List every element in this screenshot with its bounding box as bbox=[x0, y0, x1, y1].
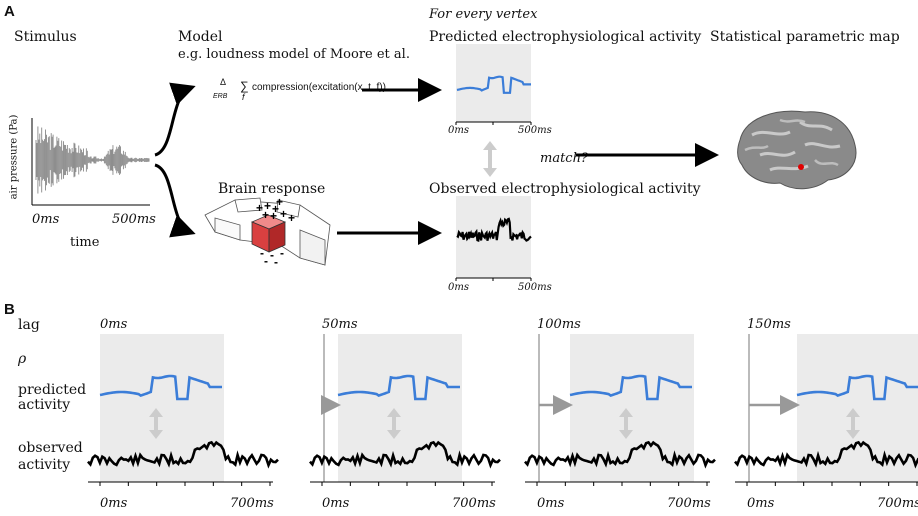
plus-sign: + bbox=[270, 209, 277, 223]
for-every-vertex: For every vertex bbox=[429, 7, 538, 22]
model-subtitle: e.g. loudness model of Moore et al. bbox=[178, 47, 410, 62]
row-observed-label-1: observed bbox=[18, 440, 83, 456]
lag-value: 100ms bbox=[537, 317, 581, 332]
observed-trace bbox=[456, 217, 532, 242]
row-rho-label: ρ bbox=[18, 351, 27, 367]
observed-trace bbox=[309, 440, 501, 469]
plus-sign: + bbox=[280, 207, 287, 221]
panel-b-label: B bbox=[4, 301, 15, 318]
compare-arrowhead-down bbox=[846, 430, 860, 439]
predicted-shade bbox=[456, 44, 531, 122]
plus-sign: + bbox=[262, 208, 269, 222]
stimulus-title: Stimulus bbox=[14, 29, 77, 45]
observed-trace bbox=[524, 440, 716, 469]
compare-arrowhead-down bbox=[387, 430, 401, 439]
observed-trace bbox=[734, 440, 918, 469]
axis-end-label: 700ms bbox=[877, 496, 918, 511]
compare-arrowhead-up bbox=[846, 408, 860, 417]
spm-title: Statistical parametric map bbox=[710, 29, 900, 45]
compare-arrowhead-down bbox=[619, 430, 633, 439]
stimulus-xlabel: time bbox=[70, 235, 100, 250]
predicted-trace bbox=[99, 374, 222, 401]
row-predicted-label-2: activity bbox=[18, 397, 71, 413]
stimulus-waveform bbox=[35, 126, 150, 194]
plus-sign: + bbox=[288, 211, 295, 225]
arrow-to-model bbox=[154, 82, 196, 157]
panel-b-graphics bbox=[87, 334, 918, 486]
predicted-trace bbox=[569, 374, 692, 401]
charge-signs: ++++++++----- bbox=[256, 195, 295, 269]
plus-sign: + bbox=[272, 202, 279, 216]
pred-axis-end: 500ms bbox=[518, 125, 552, 136]
minus-sign: - bbox=[280, 246, 284, 260]
lag-value: 50ms bbox=[322, 317, 358, 332]
stimulus-xend: 500ms bbox=[112, 212, 156, 227]
plus-sign: + bbox=[276, 195, 283, 209]
observed-title: Observed electrophysiological activity bbox=[429, 181, 701, 197]
stimulus-plot bbox=[31, 118, 150, 206]
cube-right bbox=[268, 221, 286, 253]
observed-trace bbox=[87, 440, 279, 469]
formula-body: compression(excitation(x, t, f)) bbox=[252, 82, 386, 93]
minus-sign: - bbox=[264, 254, 268, 268]
compare-arrow-a bbox=[483, 141, 497, 177]
lag-value: 150ms bbox=[747, 317, 791, 332]
formula-sum: ∑ bbox=[240, 79, 249, 93]
compare-arrowhead-up bbox=[619, 408, 633, 417]
axis-end-label: 700ms bbox=[452, 496, 496, 511]
match-label: match? bbox=[540, 151, 588, 166]
minus-sign: - bbox=[274, 255, 278, 269]
compare-arrowhead-up bbox=[149, 408, 163, 417]
predicted-title: Predicted electrophysiological activity bbox=[429, 29, 702, 45]
stimulus-xstart: 0ms bbox=[32, 212, 60, 227]
plus-sign: + bbox=[256, 201, 263, 215]
axis-end-label: 700ms bbox=[667, 496, 711, 511]
compare-arrowhead-down bbox=[149, 430, 163, 439]
axis-start-label: 0ms bbox=[322, 496, 350, 511]
row-observed-label-2: activity bbox=[18, 457, 71, 473]
obs-axis-end: 500ms bbox=[518, 282, 552, 293]
axis-end-label: 700ms bbox=[230, 496, 274, 511]
predicted-trace bbox=[337, 374, 460, 401]
axis-start-label: 0ms bbox=[747, 496, 775, 511]
obs-axis-start: 0ms bbox=[448, 282, 469, 293]
model-title: Model bbox=[178, 29, 223, 45]
predicted-trace bbox=[796, 374, 918, 401]
formula-delta: Δ bbox=[220, 77, 227, 87]
spm-hotspot bbox=[798, 164, 804, 170]
row-lag-label: lag bbox=[18, 317, 40, 333]
formula-erb: ERB bbox=[213, 93, 228, 100]
minus-sign: - bbox=[270, 248, 274, 262]
brain-surface bbox=[737, 110, 857, 190]
minus-sign: - bbox=[260, 246, 264, 260]
row-predicted-label-1: predicted bbox=[18, 382, 87, 398]
panel-a-label: A bbox=[4, 3, 15, 20]
axis-start-label: 0ms bbox=[100, 496, 128, 511]
brain-response-label: Brain response bbox=[218, 181, 326, 197]
plus-sign: + bbox=[264, 199, 271, 213]
formula-f: f bbox=[242, 92, 245, 102]
pred-axis-start: 0ms bbox=[448, 125, 469, 136]
axis-start-label: 0ms bbox=[537, 496, 565, 511]
lag-value: 0ms bbox=[100, 317, 128, 332]
predicted-trace bbox=[456, 75, 531, 94]
compare-arrowhead-up bbox=[387, 408, 401, 417]
brain-cube-cluster bbox=[204, 197, 331, 266]
arrow-to-brain bbox=[154, 163, 196, 238]
